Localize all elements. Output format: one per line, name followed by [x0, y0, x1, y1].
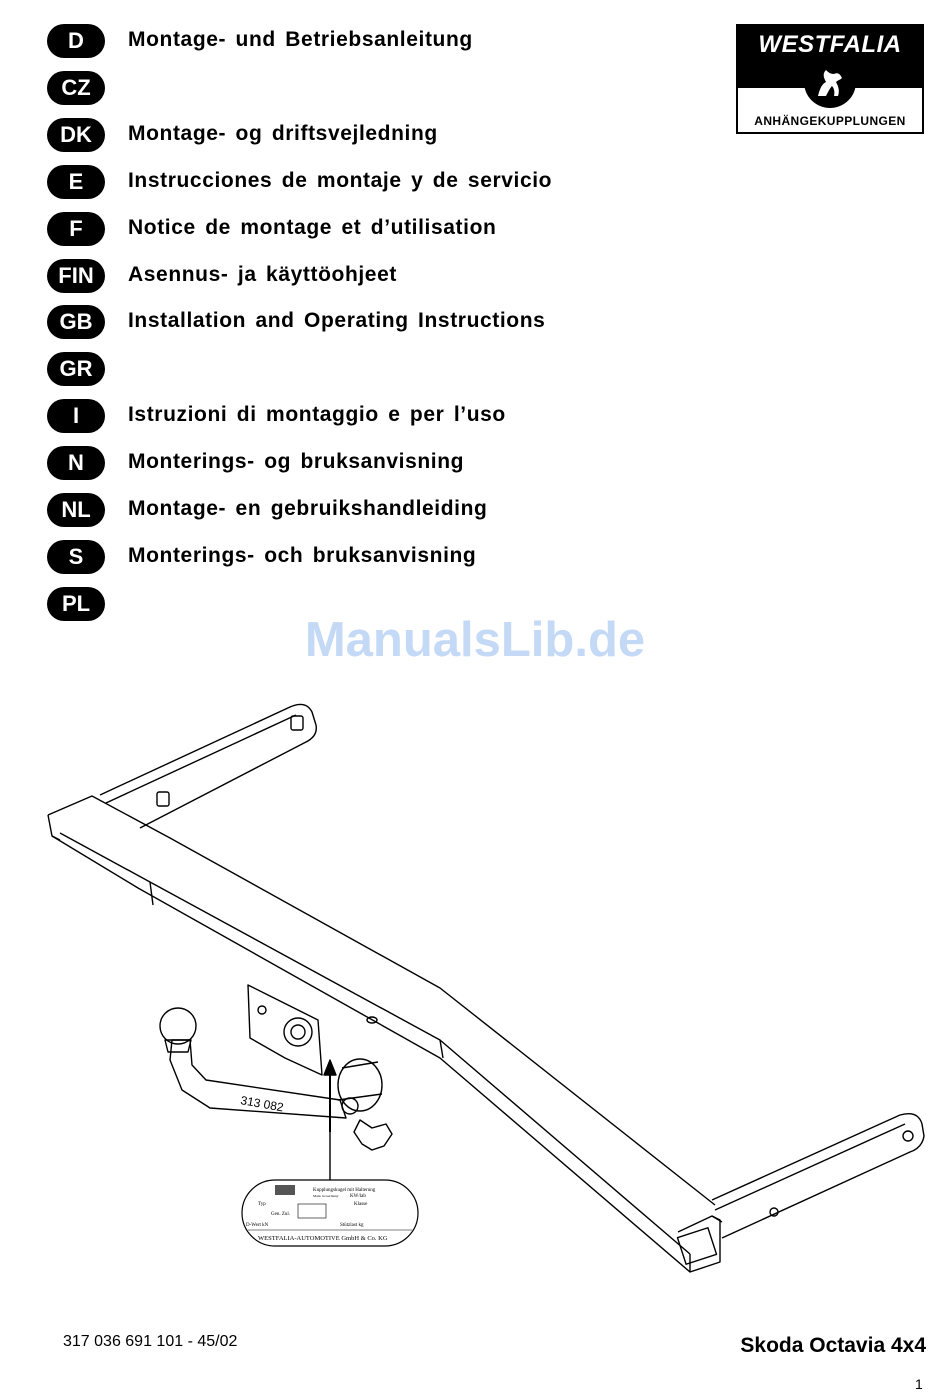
- watermark-text: ManualsLib.de: [304, 613, 646, 667]
- towbar-drawing: 313 082 Kupplungskugel mit Halterung Mad…: [47, 703, 925, 1273]
- language-title: Montage- und Betriebsanleitung: [128, 28, 473, 51]
- language-title: Asennus- ja käyttöohjeet: [128, 263, 397, 286]
- language-code-badge: D: [47, 24, 105, 58]
- language-code-badge: GR: [47, 352, 105, 386]
- plate-header: Kupplungskugel mit Halterung: [313, 1188, 376, 1193]
- logo-brand-text: WESTFALIA: [758, 31, 902, 58]
- plate-typ: Typ: [258, 1202, 266, 1207]
- language-title: Istruzioni di montaggio e per l’uso: [128, 403, 506, 426]
- language-code-badge: S: [47, 540, 105, 574]
- language-title: Monterings- og bruksanvisning: [128, 450, 465, 473]
- plate-made: Made in Germany: [313, 1194, 339, 1198]
- language-code-badge: FIN: [47, 259, 105, 293]
- language-title: Montage- og driftsvejledning: [128, 122, 438, 145]
- vehicle-model: Skoda Octavia 4x4: [740, 1334, 926, 1357]
- language-title: Montage- en gebruikshandleiding: [128, 497, 488, 520]
- plate-dwert: D-Wert kN: [246, 1223, 269, 1228]
- document-part-number: 317 036 691 101 - 45/02: [63, 1333, 238, 1350]
- type-plate: Kupplungskugel mit Halterung Made in Ger…: [241, 1179, 419, 1247]
- logo-subtitle: ANHÄNGEKUPPLUNGEN: [754, 114, 906, 128]
- language-code-badge: DK: [47, 118, 105, 152]
- language-title: Instrucciones de montaje y de servicio: [128, 169, 553, 192]
- language-code-badge: PL: [47, 587, 105, 621]
- language-code-badge: F: [47, 212, 105, 246]
- language-code-badge: CZ: [47, 71, 105, 105]
- plate-company: WESTFALIA-AUTOMOTIVE GmbH & Co. KG: [258, 1235, 388, 1242]
- plate-kw: KW/lab: [350, 1194, 366, 1199]
- page-number: 1: [915, 1376, 923, 1392]
- horse-icon: [804, 56, 856, 108]
- language-code-badge: N: [47, 446, 105, 480]
- plate-stutz: Stützlast kg: [340, 1223, 364, 1228]
- plate-gen: Gen. Zul.: [271, 1212, 290, 1217]
- language-title: Installation and Operating Instructions: [128, 309, 546, 332]
- language-code-badge: I: [47, 399, 105, 433]
- language-code-badge: GB: [47, 305, 105, 339]
- westfalia-logo: WESTFALIA ANHÄNGEKUPPLUNGEN: [736, 24, 924, 134]
- language-title: Monterings- och bruksanvisning: [128, 544, 477, 567]
- language-code-badge: NL: [47, 493, 105, 527]
- plate-klasse: Klasse: [354, 1202, 368, 1207]
- language-title: Notice de montage et d’utilisation: [128, 216, 497, 239]
- language-code-badge: E: [47, 165, 105, 199]
